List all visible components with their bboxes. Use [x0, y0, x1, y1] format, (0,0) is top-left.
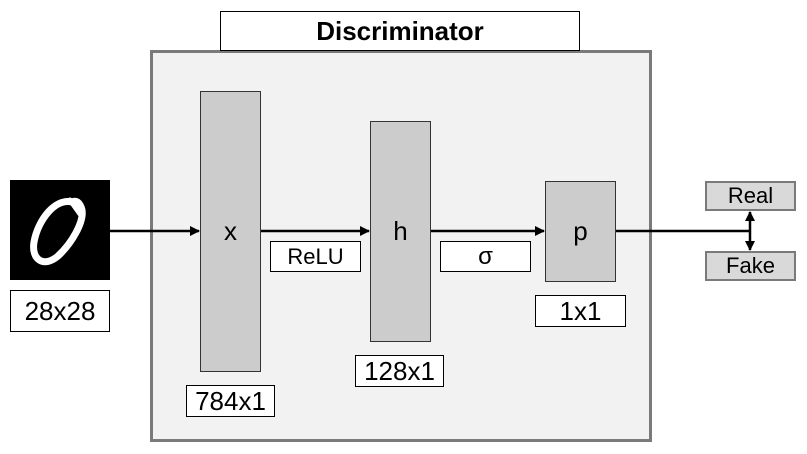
fake-output-tag: Fake — [705, 251, 796, 281]
relu-label: ReLU — [270, 241, 361, 272]
sigma-label: σ — [440, 241, 531, 272]
real-output-tag: Real — [705, 181, 796, 211]
discriminator-title: Discriminator — [220, 11, 580, 51]
layer-h-size-label: 128x1 — [355, 355, 444, 387]
layer-p-size-label: 1x1 — [535, 295, 626, 327]
layer-p-block: p — [545, 181, 616, 282]
input-image — [10, 180, 110, 280]
layer-x-size-label: 784x1 — [186, 385, 275, 417]
digit-zero-glyph — [30, 197, 86, 266]
layer-h-block: h — [370, 121, 431, 342]
input-size-label: 28x28 — [10, 290, 110, 332]
layer-x-block: x — [200, 91, 261, 372]
